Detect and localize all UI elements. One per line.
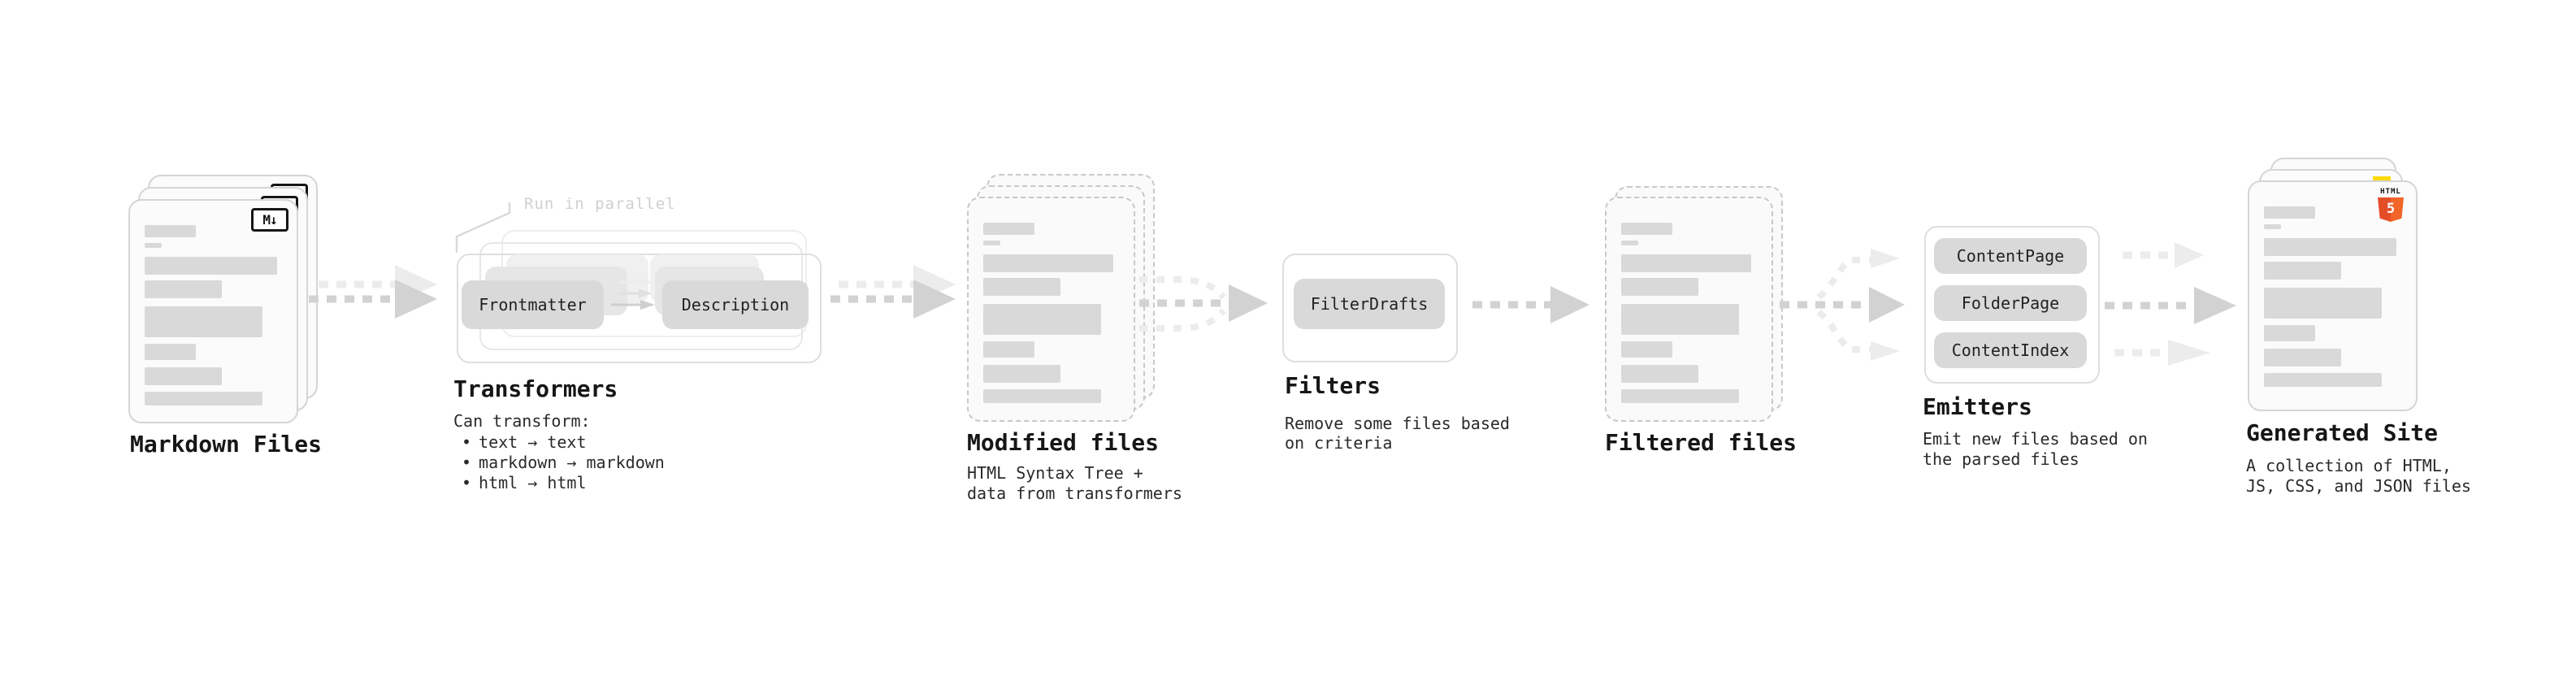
arrow-transformers-to-modified [830,265,956,319]
file-content-skeleton [2264,206,2396,387]
filtered-file-card-front [1605,197,1773,422]
arrow-emitters-to-generated [2105,242,2236,366]
bullet-text: html → html [479,473,587,492]
markdown-files-title: Markdown Files [130,431,323,458]
bullet-item: • markdown → markdown [453,453,665,473]
markdown-file-card-front: M↓ [128,199,298,423]
bullet-marker: • [462,473,472,492]
transformers-bullet-list: • text → text • markdown → markdown • ht… [453,432,665,493]
arrow-modified-to-filters [1139,276,1268,332]
transformers-caption: Can transform: [453,411,591,431]
filters-caption-1: Remove some files based [1285,414,1510,433]
emitters-title: Emitters [1923,393,2032,420]
file-content-skeleton [145,225,277,406]
bullet-marker: • [462,453,472,472]
generated-site-caption-1: A collection of HTML, [2246,456,2452,475]
emitters-caption-2: the parsed files [1923,449,2079,469]
markdown-icon: M↓ [251,208,288,232]
emitters-caption-1: Emit new files based on [1923,429,2148,449]
html5-icon-label: HTML [2380,188,2401,196]
bullet-item: • html → html [453,473,665,493]
filters-caption-2: on criteria [1285,433,1393,453]
filtered-files-title: Filtered files [1605,429,1798,456]
emitter-node-contentpage: ContentPage [1934,238,2087,274]
emitter-node-contentindex: ContentIndex [1934,332,2087,368]
bullet-text: text → text [479,432,587,452]
filters-frame [1282,254,1458,362]
arrow-markdown-to-transformers [309,265,437,319]
run-in-parallel-note: Run in parallel [524,195,676,213]
bullet-marker: • [462,432,472,452]
transformers-title: Transformers [453,375,618,402]
modified-files-title: Modified files [967,429,1160,456]
file-content-skeleton [983,223,1113,403]
generated-file-card-html: HTML 5 [2248,180,2418,411]
modified-file-card-front [967,197,1135,422]
arrow-filtered-to-emitters [1780,249,1905,361]
filter-node-filterdrafts: FilterDrafts [1294,279,1445,329]
transformer-node-frontmatter: Frontmatter [462,280,604,329]
html5-icon: HTML 5 [2376,188,2405,222]
modified-files-caption-1: HTML Syntax Tree + [967,463,1143,483]
generated-site-title: Generated Site [2246,419,2439,446]
js-file-icon [2373,176,2391,183]
transformer-node-description: Description [662,280,809,329]
html5-icon-shield: 5 [2378,197,2404,222]
bullet-item: • text → text [453,432,665,453]
emitters-frame [1924,226,2100,384]
emitter-node-folderpage: FolderPage [1934,285,2087,321]
generated-site-caption-2: JS, CSS, and JSON files [2246,476,2471,496]
filters-title: Filters [1285,372,1381,399]
modified-files-caption-2: data from transformers [967,484,1182,503]
arrow-filters-to-filtered [1472,286,1589,323]
bullet-text: markdown → markdown [479,453,665,472]
file-content-skeleton [1621,223,1751,403]
